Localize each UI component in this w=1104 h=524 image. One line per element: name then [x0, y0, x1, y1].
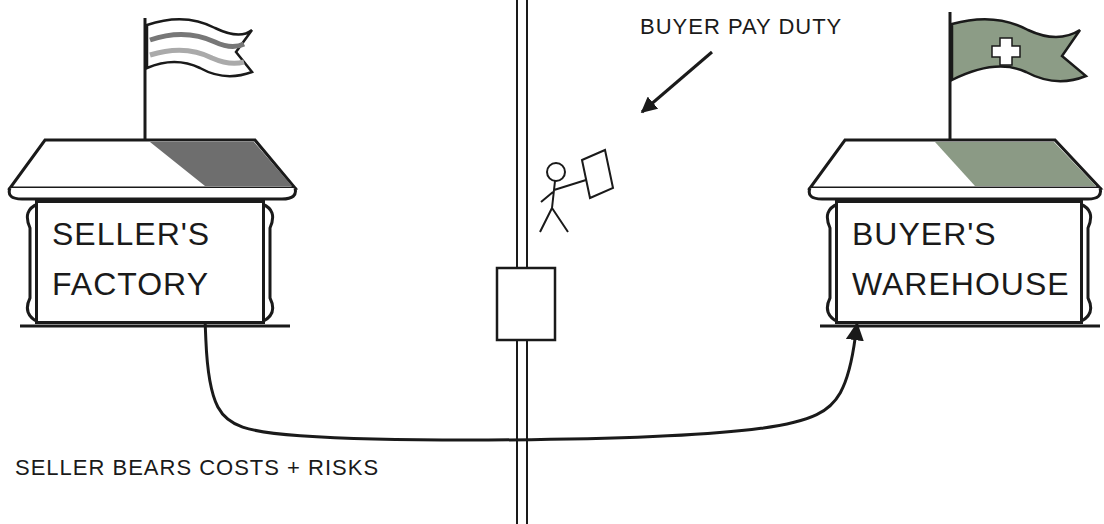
- customs-gate: [497, 268, 555, 340]
- callout-arrow: [642, 52, 712, 112]
- callout-note: BUYER PAY DUTY: [640, 14, 842, 40]
- building-base: [820, 325, 1100, 328]
- flag-stripe: [150, 34, 244, 46]
- factory-roof: [10, 140, 295, 188]
- flow-arrow: [205, 324, 857, 440]
- figure-sign: [582, 150, 613, 198]
- buyer-flag: [952, 19, 1086, 81]
- stick-figure: [540, 180, 586, 232]
- building-sign: BUYER'S WAREHOUSE: [835, 200, 1083, 324]
- node-text: SELLER'S FACTORY: [38, 203, 262, 309]
- border-line: [526, 0, 528, 524]
- roof-shading: [150, 142, 292, 186]
- roof-shading: [935, 142, 1096, 186]
- building-base: [20, 325, 290, 328]
- roof-eaves: [809, 188, 1100, 199]
- figure-head: [547, 163, 565, 181]
- arrow-note: SELLER BEARS COSTS + RISKS: [15, 455, 379, 481]
- warehouse-roof: [810, 140, 1100, 188]
- flag-cross: [992, 38, 1020, 65]
- border-line: [516, 0, 518, 524]
- flag-stripe: [150, 50, 244, 63]
- seller-flag: [147, 19, 252, 76]
- building-sign: SELLER'S FACTORY: [35, 200, 265, 324]
- roof-eaves: [9, 188, 295, 199]
- node-text: BUYER'S WAREHOUSE: [838, 203, 1080, 309]
